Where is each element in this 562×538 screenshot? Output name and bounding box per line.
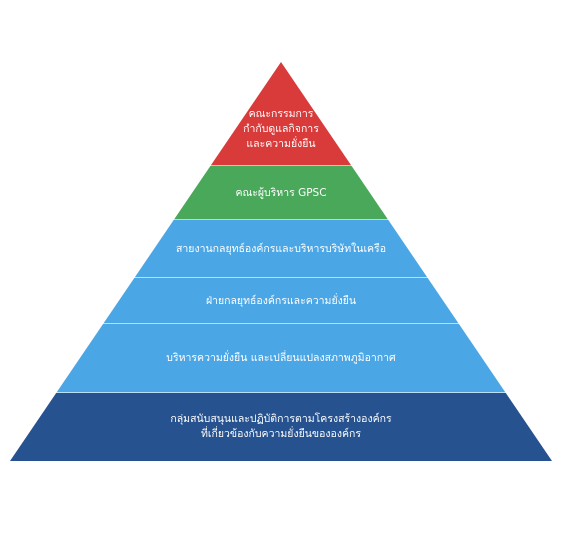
tier-label-line: กลุ่มสนับสนุนและปฏิบัติการตามโครงสร้างอง… — [170, 413, 392, 425]
tier-strategy-department — [103, 278, 459, 324]
tier-management-committee — [173, 166, 389, 220]
pyramid-tiers — [10, 62, 552, 461]
tier-strategy-office — [134, 220, 428, 278]
tier-label-line: บริหารความยั่งยืน และเปลี่ยนแปลงสภาพภูมิ… — [166, 352, 396, 364]
tier-label-board-committee: คณะกรรมการกำกับดูแลกิจการและความยั่งยืน — [0, 92, 562, 166]
tier-sustainability-climate — [56, 324, 506, 393]
tier-label-strategy-department: ฝ่ายกลยุทธ์องค์กรและความยั่งยืน — [0, 278, 562, 324]
tier-support-groups — [10, 393, 552, 461]
tier-label-line: ที่เกี่ยวข้องกับความยั่งยืนขององค์กร — [201, 428, 361, 440]
tier-label-line: สายงานกลยุทธ์องค์กรและบริหารบริษัทในเครื… — [176, 242, 386, 255]
tier-label-support-groups: กลุ่มสนับสนุนและปฏิบัติการตามโครงสร้างอง… — [0, 393, 562, 461]
tier-board-committee — [210, 62, 352, 166]
tier-label-strategy-office: สายงานกลยุทธ์องค์กรและบริหารบริษัทในเครื… — [0, 220, 562, 278]
tier-label-line: และความยั่งยืน — [246, 137, 316, 150]
tier-label-management-committee: คณะผู้บริหาร GPSC — [0, 166, 562, 220]
tier-label-line: ฝ่ายกลยุทธ์องค์กรและความยั่งยืน — [205, 294, 357, 307]
tier-label-line: คณะกรรมการ — [248, 107, 314, 120]
tier-label-line: กำกับดูแลกิจการ — [243, 122, 319, 135]
tier-label-line: คณะผู้บริหาร GPSC — [235, 186, 327, 199]
tier-label-sustainability-climate: บริหารความยั่งยืน และเปลี่ยนแปลงสภาพภูมิ… — [0, 324, 562, 393]
